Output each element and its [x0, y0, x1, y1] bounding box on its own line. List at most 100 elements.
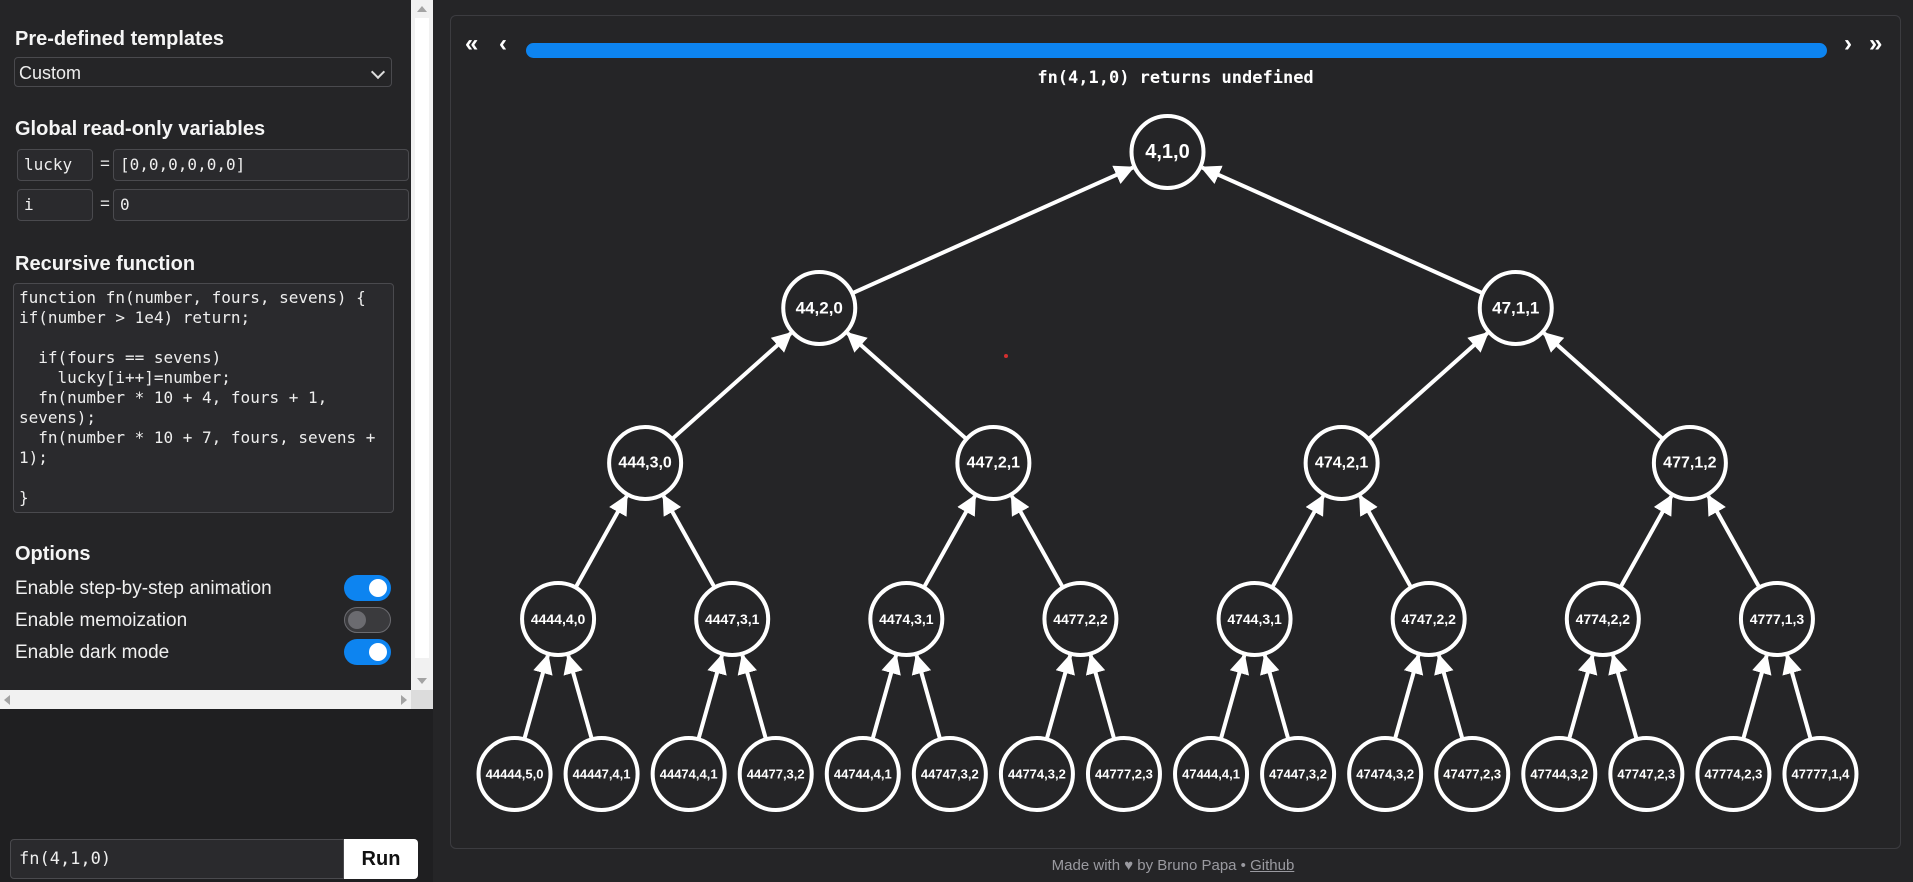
function-call-input[interactable]: fn(4,1,0) — [10, 839, 344, 879]
tree-node[interactable]: 4747,2,2 — [1390, 581, 1467, 657]
tree-node-circle — [650, 736, 727, 812]
tree-node-label: 44774,3,2 — [1008, 767, 1066, 782]
tree-node-circle — [476, 736, 553, 812]
globals-title: Global read-only variables — [15, 118, 266, 140]
tree-node[interactable]: 444,3,0 — [607, 425, 684, 501]
scroll-up-icon[interactable] — [417, 6, 427, 12]
scroll-corner — [411, 690, 433, 709]
tree-node[interactable]: 44474,4,1 — [650, 736, 727, 812]
tree-node-circle — [1564, 581, 1641, 657]
run-button[interactable]: Run — [344, 839, 418, 879]
tree-node[interactable]: 47777,1,4 — [1782, 736, 1859, 812]
option-step-animation: Enable step-by-step animation — [15, 575, 391, 603]
tree-edge — [1358, 494, 1413, 589]
tree-node[interactable]: 4777,1,3 — [1738, 581, 1815, 657]
tree-node[interactable]: 47744,3,2 — [1521, 736, 1598, 812]
tree-node-circle — [1129, 114, 1206, 190]
tree-node-label: 4744,3,1 — [1227, 611, 1282, 627]
tree-node[interactable]: 4477,2,2 — [1042, 581, 1119, 657]
github-link[interactable]: Github — [1250, 857, 1295, 874]
step-animation-toggle[interactable] — [344, 575, 391, 601]
tree-node-label: 4774,2,2 — [1576, 611, 1631, 627]
tree-node-label: 4477,2,2 — [1053, 611, 1108, 627]
tree-node[interactable]: 44,2,0 — [781, 270, 858, 346]
tree-edge — [1618, 494, 1674, 589]
tree-node-circle — [998, 736, 1075, 812]
tree-node[interactable]: 44444,5,0 — [476, 736, 553, 812]
scroll-left-icon[interactable] — [4, 695, 10, 705]
tree-node[interactable]: 4744,3,1 — [1216, 581, 1293, 657]
variable-value-input[interactable]: [0,0,0,0,0,0] — [113, 149, 409, 181]
toggle-knob — [348, 611, 366, 629]
tree-edge — [1542, 331, 1665, 441]
tree-node[interactable]: 4447,3,1 — [694, 581, 771, 657]
tree-node[interactable]: 44447,4,1 — [563, 736, 640, 812]
vertical-scrollbar[interactable] — [411, 0, 433, 690]
variable-name-input[interactable]: lucky — [17, 149, 93, 181]
tree-edge — [846, 331, 968, 441]
tree-edge — [696, 653, 727, 740]
tree-node[interactable]: 47,1,1 — [1477, 270, 1554, 346]
tree-node[interactable]: 47477,2,3 — [1434, 736, 1511, 812]
horizontal-scrollbar[interactable] — [0, 690, 411, 709]
tree-node-label: 4747,2,2 — [1401, 611, 1456, 627]
memoization-toggle[interactable] — [344, 607, 391, 633]
tree-node-label: 4777,1,3 — [1750, 611, 1805, 627]
next-step-icon[interactable]: › — [1844, 30, 1852, 57]
equals-sign: = — [100, 154, 110, 173]
equals-sign: = — [100, 194, 110, 213]
tree-node[interactable]: 474,2,1 — [1303, 425, 1380, 501]
tree-node[interactable]: 447,2,1 — [955, 425, 1032, 501]
tree-node[interactable]: 47747,2,3 — [1608, 736, 1685, 812]
sidebar: Pre-defined templates Custom Global read… — [0, 0, 433, 882]
tree-node-circle — [868, 581, 945, 657]
variable-value-input[interactable]: 0 — [113, 189, 409, 221]
tree-node[interactable]: 47447,3,2 — [1260, 736, 1337, 812]
template-select[interactable]: Custom — [14, 57, 392, 87]
tree-edge — [573, 494, 629, 589]
tree-node[interactable]: 47774,2,3 — [1695, 736, 1772, 812]
tree-node-circle — [1434, 736, 1511, 812]
tree-edge — [563, 653, 594, 740]
last-step-icon[interactable]: » — [1869, 30, 1883, 57]
tree-node[interactable]: 44774,3,2 — [998, 736, 1075, 812]
sidebar-scroll-area[interactable]: Pre-defined templates Custom Global read… — [0, 0, 411, 690]
dark-mode-toggle[interactable] — [344, 639, 391, 665]
tree-edge — [1260, 653, 1291, 740]
tree-edge — [1741, 653, 1772, 740]
tree-node[interactable]: 477,1,2 — [1651, 425, 1728, 501]
tree-node[interactable]: 4474,3,1 — [868, 581, 945, 657]
templates-title: Pre-defined templates — [15, 28, 224, 50]
tree-node-circle — [607, 425, 684, 501]
tree-node[interactable]: 47474,3,2 — [1347, 736, 1424, 812]
tree-node[interactable]: 44747,3,2 — [911, 736, 988, 812]
tree-node[interactable]: 44477,3,2 — [737, 736, 814, 812]
tree-node[interactable]: 44744,4,1 — [824, 736, 901, 812]
tree-edge — [851, 165, 1135, 296]
tree-node-label: 47777,1,4 — [1792, 767, 1851, 782]
tree-node-circle — [1521, 736, 1598, 812]
tree-node-label: 44777,2,3 — [1095, 767, 1153, 782]
function-code-editor[interactable]: function fn(number, fours, sevens) { if(… — [13, 283, 394, 513]
tree-node[interactable]: 44777,2,3 — [1085, 736, 1162, 812]
variable-name-input[interactable]: i — [17, 189, 93, 221]
scroll-down-icon[interactable] — [417, 678, 427, 684]
scroll-right-icon[interactable] — [401, 695, 407, 705]
step-progress-bar[interactable] — [526, 43, 1827, 58]
tree-node-circle — [694, 581, 771, 657]
tree-node-circle — [1260, 736, 1337, 812]
previous-step-icon[interactable]: ‹ — [499, 30, 507, 57]
tree-node-label: 474,2,1 — [1315, 455, 1368, 472]
tree-node[interactable]: 4,1,0 — [1129, 114, 1206, 190]
scrollbar-thumb[interactable] — [415, 18, 429, 658]
tree-node-label: 447,2,1 — [967, 455, 1020, 472]
tree-node[interactable]: 47444,4,1 — [1173, 736, 1250, 812]
first-step-icon[interactable]: « — [465, 30, 479, 57]
tree-node[interactable]: 4774,2,2 — [1564, 581, 1641, 657]
tree-node-label: 4444,4,0 — [531, 611, 586, 627]
tree-node-circle — [1216, 581, 1293, 657]
tree-node[interactable]: 4444,4,0 — [520, 581, 597, 657]
cursor-marker — [1004, 354, 1008, 358]
tree-edge — [1782, 653, 1813, 740]
tree-edge — [1434, 653, 1465, 740]
